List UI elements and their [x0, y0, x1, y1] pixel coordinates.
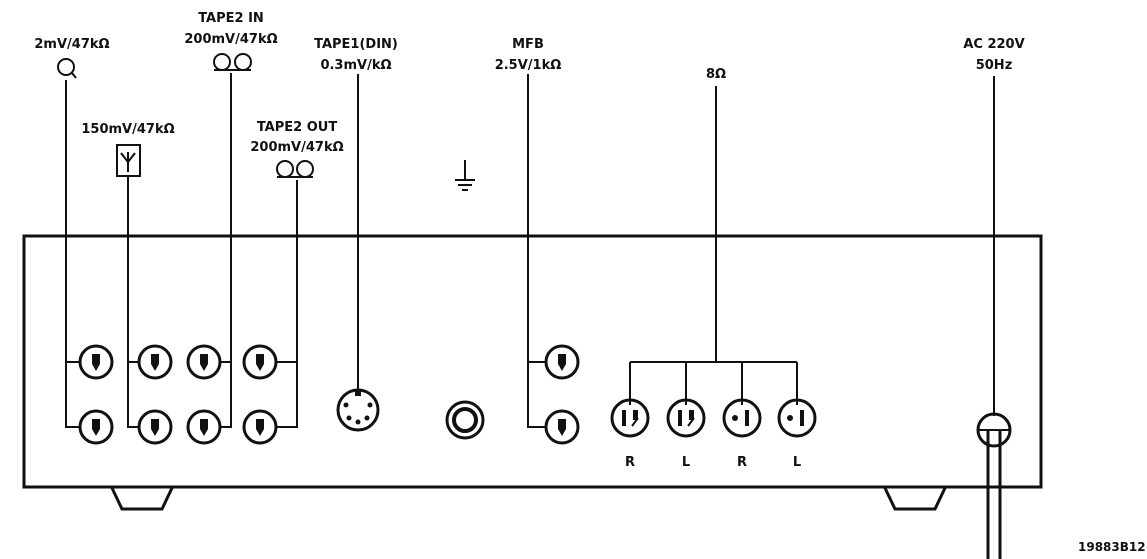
speaker-socket-right-2[interactable]	[722, 398, 762, 438]
speaker-socket-left-1[interactable]	[666, 398, 706, 438]
tape1-title: TAPE1(DIN)	[314, 37, 398, 52]
figure-code: 19883B12	[1078, 540, 1146, 554]
tape-reels-icon	[276, 160, 314, 178]
tuner-input-bottom[interactable]	[137, 409, 173, 445]
tape2-in-title: TAPE2 IN	[198, 11, 264, 26]
ground-symbol-icon	[455, 160, 475, 191]
mains-cable	[976, 412, 1012, 559]
tape-reels-icon	[213, 53, 252, 71]
tuner-input-top[interactable]	[137, 344, 173, 380]
phono-cartridge-icon	[57, 58, 77, 79]
tape2-in-socket-bottom[interactable]	[186, 409, 222, 445]
speaker-impedance-label: 8Ω	[706, 67, 726, 82]
tape2-in-level: 200mV/47kΩ	[184, 32, 277, 47]
tuner-label: 150mV/47kΩ	[81, 122, 174, 137]
amplifier-rear-panel	[22, 234, 1043, 489]
tape2-out-socket-bottom[interactable]	[242, 409, 278, 445]
speaker-label-r-1: R	[625, 455, 635, 470]
cabinet-foot-left	[110, 487, 174, 511]
speaker-label-l-1: L	[682, 455, 690, 470]
speaker-label-l-2: L	[793, 455, 801, 470]
ground-terminal[interactable]	[445, 400, 485, 440]
tape2-in-socket-top[interactable]	[186, 344, 222, 380]
phono-input-top[interactable]	[78, 344, 114, 380]
mfb-socket-bottom[interactable]	[544, 409, 580, 445]
phono-input-bottom[interactable]	[78, 409, 114, 445]
cabinet-foot-right	[883, 487, 947, 511]
mfb-level: 2.5V/1kΩ	[495, 58, 562, 73]
mains-frequency-label: 50Hz	[976, 58, 1013, 73]
mfb-title: MFB	[512, 37, 544, 52]
phono-label: 2mV/47kΩ	[34, 37, 109, 52]
speaker-socket-right-1[interactable]	[610, 398, 650, 438]
tape1-level: 0.3mV/kΩ	[320, 58, 391, 73]
mfb-socket-top[interactable]	[544, 344, 580, 380]
speaker-label-r-2: R	[737, 455, 747, 470]
speaker-socket-left-2[interactable]	[777, 398, 817, 438]
antenna-icon	[116, 144, 141, 177]
mains-voltage-label: AC 220V	[963, 37, 1024, 52]
tape1-din-socket[interactable]	[336, 388, 380, 432]
connection-lines	[65, 73, 995, 428]
tape2-out-level: 200mV/47kΩ	[250, 140, 343, 155]
tape2-out-title: TAPE2 OUT	[257, 120, 338, 135]
tape2-out-socket-top[interactable]	[242, 344, 278, 380]
